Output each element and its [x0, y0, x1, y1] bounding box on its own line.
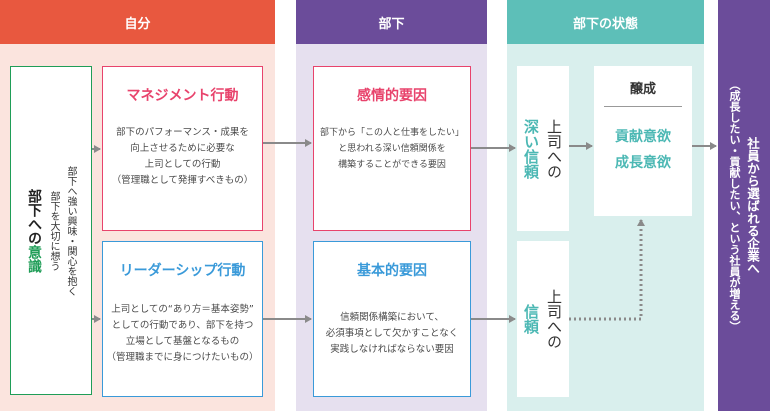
emotional-body: 部下から「この人と仕事をしたい」 と思われる深い信頼関係を 構築することができる… [319, 128, 464, 170]
trust-emph: 信頼 [522, 304, 540, 334]
awareness-title-prefix: 部下への [26, 188, 42, 245]
basic-title: 基本的要因 [357, 263, 427, 279]
trust-prefix: 上司への [545, 289, 563, 349]
management-body: 部下のパフォーマンス・成果を 向上させるために必要な 上司としての行動 （管理職… [111, 127, 254, 186]
awareness-title: 部下への意識 [24, 189, 44, 273]
result-line1: 社員から選ばれる企業へ [745, 136, 760, 275]
motivation-contribution: 貢献意欲 [615, 129, 671, 145]
state-header: 部下の状態 [507, 0, 704, 44]
deep-trust-prefix: 上司への [545, 118, 563, 179]
subordinate-header-label: 部下 [378, 16, 405, 32]
state-header-label: 部下の状態 [572, 16, 638, 32]
management-box: マネジメント行動 部下のパフォーマンス・成果を 向上させるために必要な 上司とし… [102, 66, 263, 231]
fostering-label: 醸成 [629, 82, 656, 97]
fostering-divider [604, 106, 682, 107]
awareness-title-emph: 意識 [26, 244, 42, 273]
self-header-label: 自分 [124, 16, 151, 32]
awareness-box: 部下への意識 部下を大切に想う 部下へ強い興味・関心を抱く [10, 66, 92, 395]
deep-trust-box: 上司への 深い信頼 [517, 66, 569, 231]
awareness-sub1: 部下を大切に想う [48, 190, 59, 271]
emotional-title: 感情的要因 [357, 88, 427, 104]
trust-box: 上司への 信頼 [517, 241, 569, 397]
result-line2: （成長したい・貢献したい、という社員が増える） [728, 79, 741, 332]
leadership-body: 上司としての“あり方＝基本姿勢” としての行動であり、部下を持つ 立場として基盤… [106, 304, 259, 363]
management-title: マネジメント行動 [126, 88, 239, 104]
motivation-box: 醸成 貢献意欲 成長意欲 [594, 66, 692, 216]
leadership-box: リーダーシップ行動 上司としての“あり方＝基本姿勢” としての行動であり、部下を… [102, 241, 263, 397]
self-header: 自分 [0, 0, 275, 44]
deep-trust-emph: 深い信頼 [522, 118, 540, 179]
awareness-sub2: 部下へ強い興味・関心を抱く [65, 165, 76, 296]
result-panel: 社員から選ばれる企業へ （成長したい・貢献したい、という社員が増える） [718, 0, 770, 411]
emotional-box: 感情的要因 部下から「この人と仕事をしたい」 と思われる深い信頼関係を 構築する… [313, 66, 471, 231]
basic-box: 基本的要因 信頼関係構築において、 必須事項として欠かすことなく 実践しなければ… [313, 241, 471, 397]
subordinate-header: 部下 [296, 0, 487, 44]
basic-body: 信頼関係構築において、 必須事項として欠かすことなく 実践しなければならない要因 [325, 312, 459, 355]
motivation-growth: 成長意欲 [615, 155, 671, 171]
leadership-title: リーダーシップ行動 [119, 263, 246, 279]
